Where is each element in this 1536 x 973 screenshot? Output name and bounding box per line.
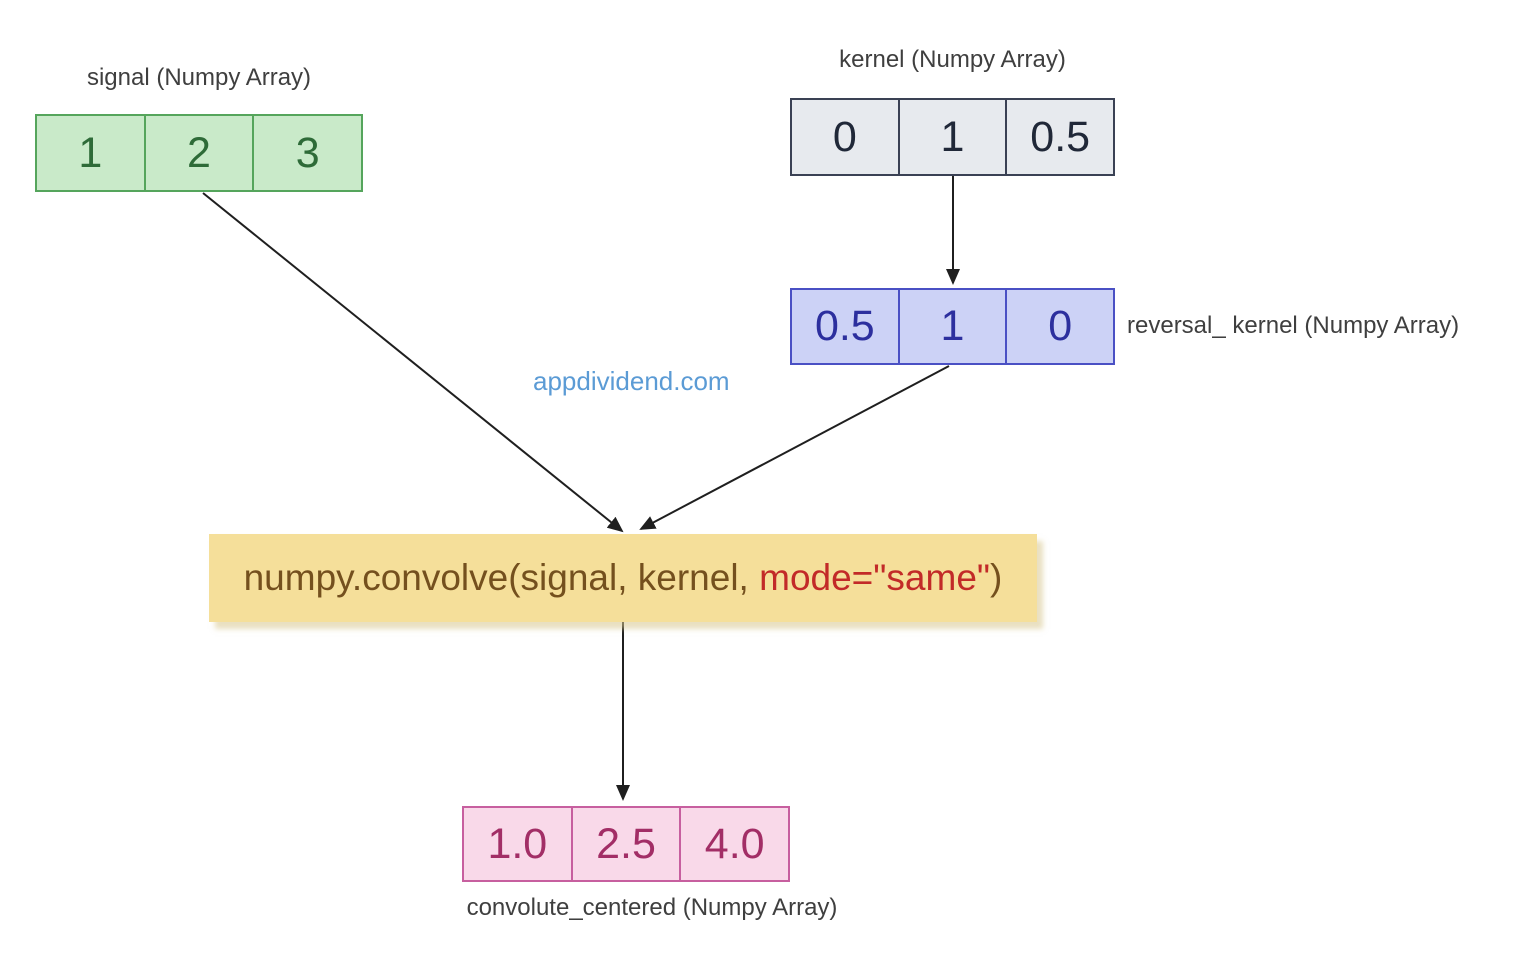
kernel-array-label: kernel (Numpy Array) bbox=[839, 46, 1066, 73]
code-prefix: numpy.convolve(signal, kernel, bbox=[243, 557, 760, 598]
kernel-cell-2: 0.5 bbox=[1005, 100, 1113, 174]
reversal-kernel-array: 0.5 1 0 bbox=[790, 288, 1115, 365]
convolve-function-box: numpy.convolve(signal, kernel, mode="sam… bbox=[209, 534, 1037, 622]
reversal-kernel-array-label: reversal_ kernel (Numpy Array) bbox=[1127, 312, 1460, 339]
signal-cell-0: 1 bbox=[78, 128, 103, 177]
reversal-kernel-cell-0: 0.5 bbox=[814, 302, 875, 350]
code-mode-argument: mode="same" bbox=[759, 557, 991, 598]
signal-array-label: signal (Numpy Array) bbox=[86, 64, 312, 91]
signal-cell-2: 3 bbox=[252, 116, 361, 190]
signal-array: 1 2 3 bbox=[35, 114, 363, 192]
output-cell-1: 2.5 bbox=[570, 808, 680, 880]
arrow-signal-to-convolve bbox=[202, 192, 624, 533]
signal-cell-1: 2 bbox=[143, 116, 253, 190]
reversal-kernel-cell-1: 1 bbox=[897, 290, 1006, 363]
output-cell-0: 1.0 bbox=[487, 819, 548, 868]
convolute-centered-array-label: convolute_centered (Numpy Array) bbox=[466, 894, 838, 921]
output-cell-2: 4.0 bbox=[679, 808, 788, 880]
kernel-cell-0: 0 bbox=[832, 112, 857, 161]
code-suffix: ) bbox=[990, 557, 1003, 598]
kernel-array: 0 1 0.5 bbox=[790, 98, 1115, 176]
kernel-cell-1: 1 bbox=[897, 100, 1006, 174]
convolute-centered-array: 1.0 2.5 4.0 bbox=[462, 806, 790, 882]
reversal-kernel-cell-2: 0 bbox=[1005, 290, 1113, 363]
watermark-text: appdividend.com bbox=[533, 366, 730, 396]
